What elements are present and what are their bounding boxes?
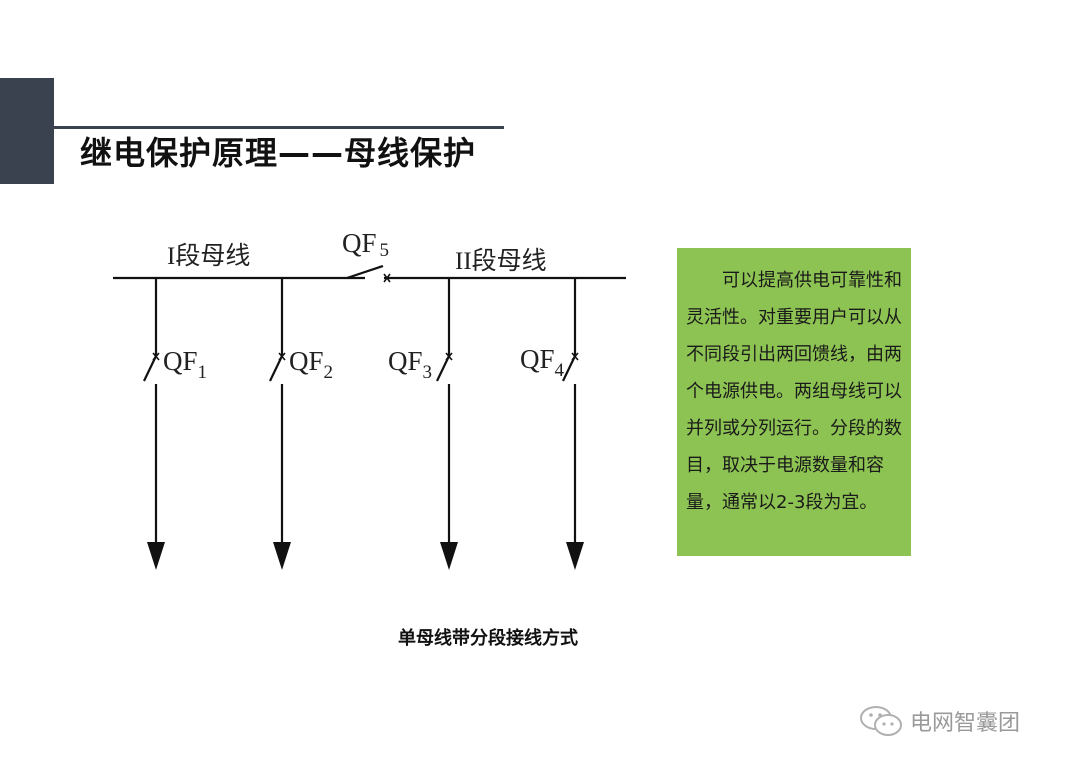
watermark-text: 电网智囊团 <box>910 711 1021 736</box>
qf1-subscript: 1 <box>197 362 208 383</box>
qf3-subscript: 3 <box>422 362 433 383</box>
feeder-1-arrow <box>147 542 165 570</box>
qf3-label: QF3 <box>388 346 433 383</box>
qf4-label: QF4 <box>520 344 565 381</box>
bus1-label: I段母线 <box>167 243 251 270</box>
bus2-label: II段母线 <box>455 248 547 275</box>
qf5-name: QF <box>342 228 377 258</box>
qf4-subscript: 4 <box>554 360 565 381</box>
qf2-name: QF <box>289 346 324 376</box>
title-underline <box>54 126 504 129</box>
qf1-label: QF1 <box>163 346 208 383</box>
qf5-subscript: 5 <box>379 240 390 261</box>
feeder-2-arrow <box>273 542 291 570</box>
feeder-3-arrow <box>440 542 458 570</box>
qf4-name: QF <box>520 344 555 374</box>
feeder-2-blade <box>269 355 283 382</box>
feeder-3-blade <box>436 355 450 382</box>
note-text: 可以提高供电可靠性和灵活性。对重要用户可以从不同段引出两回馈线，由两个电源供电。… <box>686 270 902 513</box>
feeder-4-arrow <box>566 542 584 570</box>
qf1-name: QF <box>163 346 198 376</box>
page-title: 继电保护原理——母线保护 <box>80 134 477 172</box>
chat-bubbles-icon <box>860 706 902 736</box>
header-accent-block <box>0 78 54 184</box>
watermark: 电网智囊团 <box>858 704 1020 738</box>
qf2-subscript: 2 <box>323 362 334 383</box>
note-box: 可以提高供电可靠性和灵活性。对重要用户可以从不同段引出两回馈线，由两个电源供电。… <box>677 248 911 556</box>
qf5-blade <box>346 264 384 280</box>
qf3-name: QF <box>388 346 423 376</box>
feeder-1-blade <box>143 355 157 382</box>
diagram-caption: 单母线带分段接线方式 <box>398 628 578 649</box>
qf2-label: QF2 <box>289 346 334 383</box>
feeder-4-blade <box>562 355 576 382</box>
